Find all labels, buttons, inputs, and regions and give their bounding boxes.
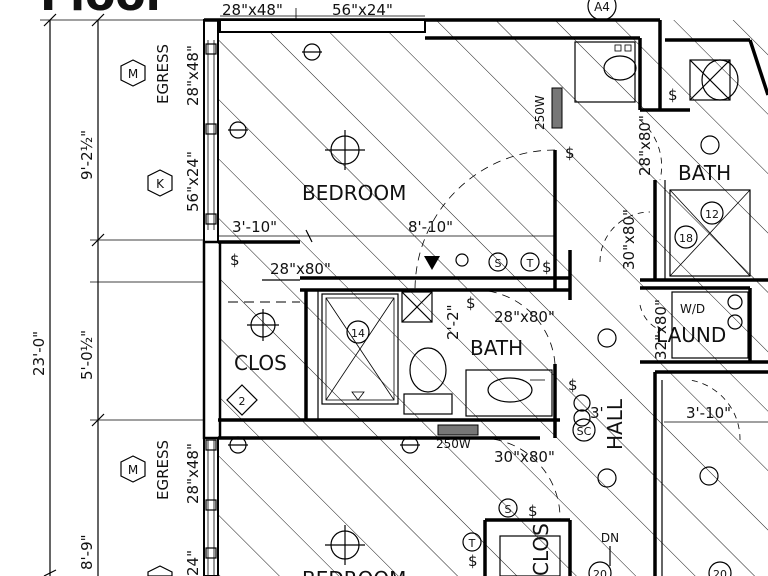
washer-dryer <box>671 291 749 359</box>
room-label-bath-main: BATH <box>470 336 523 360</box>
shower-right-bath: 12 18 <box>669 189 751 277</box>
left-dimension-lines <box>40 13 205 576</box>
egress-bottom-size: 28"x48" <box>184 443 202 504</box>
sink-top-bath <box>574 41 637 103</box>
svg-text:14: 14 <box>351 327 365 340</box>
svg-text:T: T <box>526 257 534 270</box>
window-tag-partial <box>147 565 173 576</box>
fan-bottom-label: 250W <box>436 437 471 451</box>
laundry-wd-tag: W/D <box>680 302 705 316</box>
svg-text:$: $ <box>230 251 240 269</box>
smoke-detector: SC <box>572 418 596 442</box>
dim-overall-height: 23'-0" <box>30 331 48 376</box>
room-label-hall: HALL <box>603 398 627 450</box>
svg-text:$: $ <box>668 86 678 104</box>
door-swings <box>262 119 741 521</box>
switch-symbols: $ $ $ $ $ $ $ $ S T S T <box>230 86 678 570</box>
door-bedroom-bottom-size: 30"x80" <box>494 448 555 466</box>
toilet-right-bath <box>689 59 739 101</box>
fixture-tags-bottom: 20 20 <box>588 561 732 576</box>
exterior-walls <box>202 18 662 576</box>
dim-lower-height: 8'-9" <box>78 534 96 570</box>
svg-text:S: S <box>495 257 502 270</box>
door-linen-size: 30"x80" <box>620 209 638 270</box>
dim-bath-width: 8'-10" <box>408 218 453 236</box>
room-label-closet: CLOS <box>234 351 287 375</box>
window-top-left-size: 28"x48" <box>222 1 283 19</box>
dim-bath-offset: 2'-2" <box>444 304 462 340</box>
fan-top <box>551 87 563 129</box>
svg-text:T: T <box>468 537 476 550</box>
room-label-bedroom-top: BEDROOM <box>302 181 406 205</box>
exhaust-fan-box <box>401 291 433 323</box>
svg-text:2: 2 <box>239 395 246 408</box>
dim-right-width: 3'-10" <box>686 404 731 422</box>
stair-down-label: DN <box>601 531 619 545</box>
svg-text:$: $ <box>528 502 538 520</box>
svg-text:A4: A4 <box>594 0 610 14</box>
dim-closet-width: 3'-10" <box>232 218 277 236</box>
room-label-bath-right: BATH <box>678 161 731 185</box>
page-title-fragment: Floor <box>40 0 168 21</box>
svg-text:M: M <box>128 67 138 81</box>
egress-top-size: 28"x48" <box>184 45 202 106</box>
window-top-mid-size: 56"x24" <box>332 1 393 19</box>
bottom-closet-box <box>499 535 561 576</box>
door-bath-main-size: 28"x80" <box>494 308 555 326</box>
door-laundry-size: 32"x80" <box>652 299 670 360</box>
toilet-main <box>403 347 453 415</box>
shower-main: 14 <box>321 293 399 405</box>
svg-text:20: 20 <box>713 568 727 576</box>
dim-middle-height: 5'-0½" <box>78 330 96 380</box>
egress-bottom-label: EGRESS <box>154 440 172 500</box>
interior-walls <box>218 38 768 576</box>
k-window-size: 56"x24" <box>184 151 202 212</box>
fan-top-label: 250W <box>533 95 547 130</box>
room-label-bedroom-bottom: BEDROOM <box>302 567 406 576</box>
left-windows <box>205 40 217 576</box>
fixture-tag-2: 2 <box>226 384 258 416</box>
bottom-left-window-size: 24" <box>184 550 202 576</box>
fan-bottom <box>437 424 479 436</box>
dim-upper-height: 9'-2½" <box>78 130 96 180</box>
svg-text:$: $ <box>466 294 476 312</box>
window-tag-m-top: M <box>120 59 146 87</box>
room-label-laundry: LAUND <box>656 323 726 347</box>
svg-text:$: $ <box>542 258 552 276</box>
svg-text:K: K <box>156 177 165 191</box>
door-bedroom-closet-size: 28"x80" <box>270 260 331 278</box>
svg-text:$: $ <box>468 552 478 570</box>
dim-hall-width: 3' <box>590 404 604 422</box>
floor-hatching <box>205 20 768 576</box>
detail-reference-tag: A4 <box>587 0 617 21</box>
egress-top-label: EGRESS <box>154 44 172 104</box>
svg-text:$: $ <box>568 376 578 394</box>
vanity-main <box>465 369 553 417</box>
svg-text:M: M <box>128 463 138 477</box>
svg-text:20: 20 <box>593 568 607 576</box>
svg-text:$: $ <box>565 144 575 162</box>
room-label-closet-bottom: CLOS <box>529 523 553 576</box>
svg-text:12: 12 <box>705 208 719 221</box>
window-tag-k: K <box>147 169 173 197</box>
light-fixtures <box>228 43 720 565</box>
door-bath-right-size: 28"x80" <box>636 115 654 176</box>
window-tag-m-bottom: M <box>120 455 146 483</box>
svg-text:S: S <box>505 503 512 516</box>
svg-text:18: 18 <box>679 232 693 245</box>
svg-text:SC: SC <box>577 425 592 438</box>
